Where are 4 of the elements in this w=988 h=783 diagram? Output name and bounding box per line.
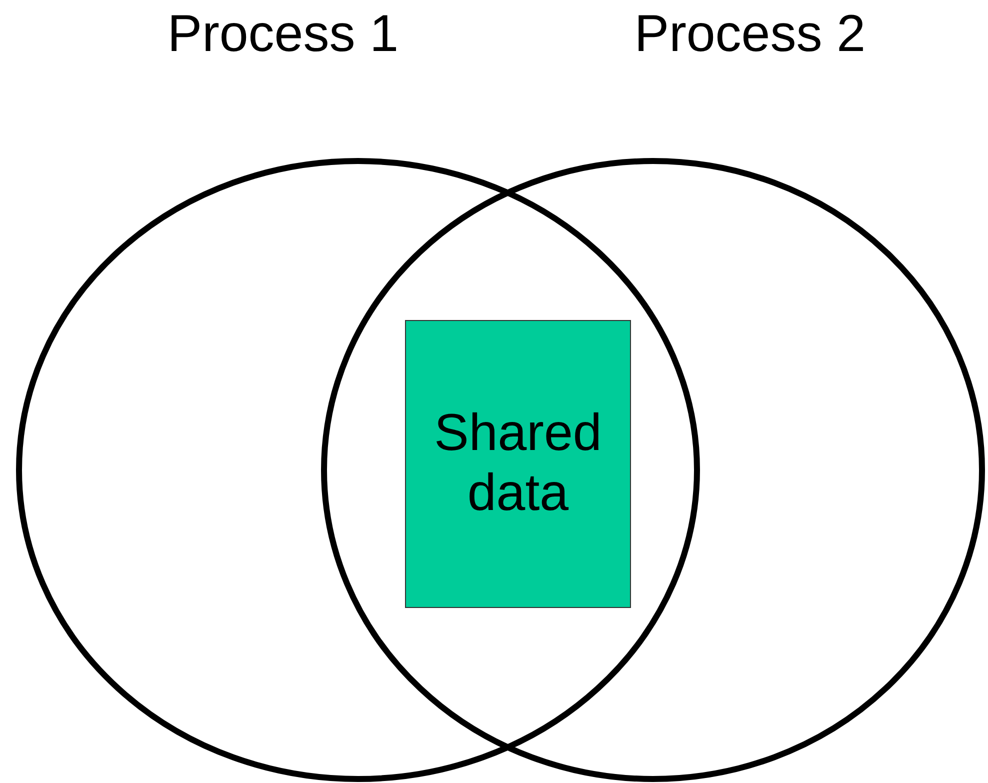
process-heading: Process 1 bbox=[167, 8, 399, 60]
data-box bbox=[405, 320, 631, 608]
box-label: Shared data bbox=[433, 404, 603, 524]
process-heading: Process 2 bbox=[634, 8, 866, 60]
